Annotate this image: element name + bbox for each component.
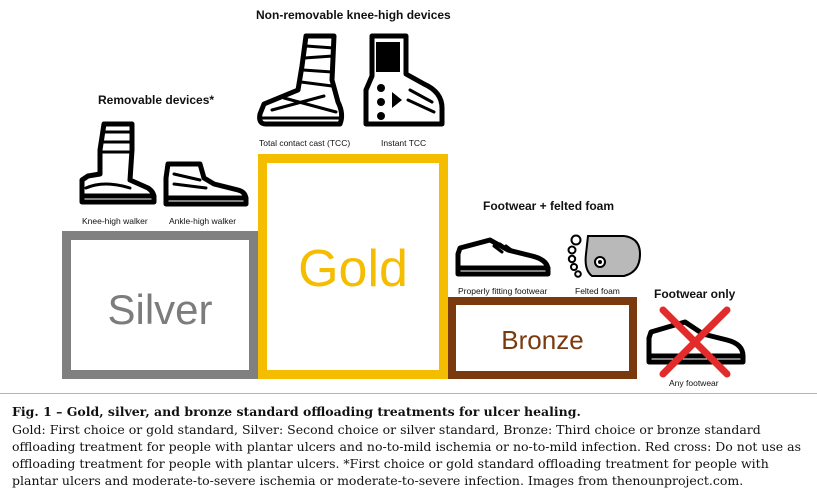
instant-tcc-icon xyxy=(363,33,445,127)
gold-label: Gold xyxy=(298,240,408,298)
figure-caption-body: Gold: First choice or gold standard, Sil… xyxy=(12,422,802,488)
removable-devices-title: Removable devices* xyxy=(98,93,215,107)
footwear-felted-foam-title: Footwear + felted foam xyxy=(483,199,615,213)
footwear-only-title: Footwear only xyxy=(654,287,736,301)
total-contact-cast-icon xyxy=(257,33,345,127)
any-footwear-label: Any footwear xyxy=(669,378,719,388)
felted-foam-label: Felted foam xyxy=(575,286,620,296)
crossed-shoe-icon xyxy=(646,306,746,378)
silver-label: Silver xyxy=(107,286,213,333)
bronze-label: Bronze xyxy=(501,325,584,355)
non-removable-devices-title: Non-removable knee-high devices xyxy=(256,8,451,22)
ankle-high-walker-label: Ankle-high walker xyxy=(169,216,237,226)
shoe-icon xyxy=(455,237,551,277)
knee-high-walker-label: Knee-high walker xyxy=(82,216,148,226)
caption-divider xyxy=(0,393,817,394)
gold-podium: Gold xyxy=(258,154,448,379)
properly-fitting-footwear-label: Properly fitting footwear xyxy=(458,286,548,296)
instant-tcc-label: Instant TCC xyxy=(381,138,427,148)
bronze-podium: Bronze xyxy=(448,297,637,379)
ankle-high-walker-icon xyxy=(163,161,249,207)
silver-podium: Silver xyxy=(62,231,258,379)
felted-foam-icon xyxy=(567,234,642,278)
knee-high-walker-icon xyxy=(79,121,157,205)
total-contact-cast-label: Total contact cast (TCC) xyxy=(259,138,351,148)
figure-caption-title: Fig. 1 – Gold, silver, and bronze standa… xyxy=(12,404,581,419)
